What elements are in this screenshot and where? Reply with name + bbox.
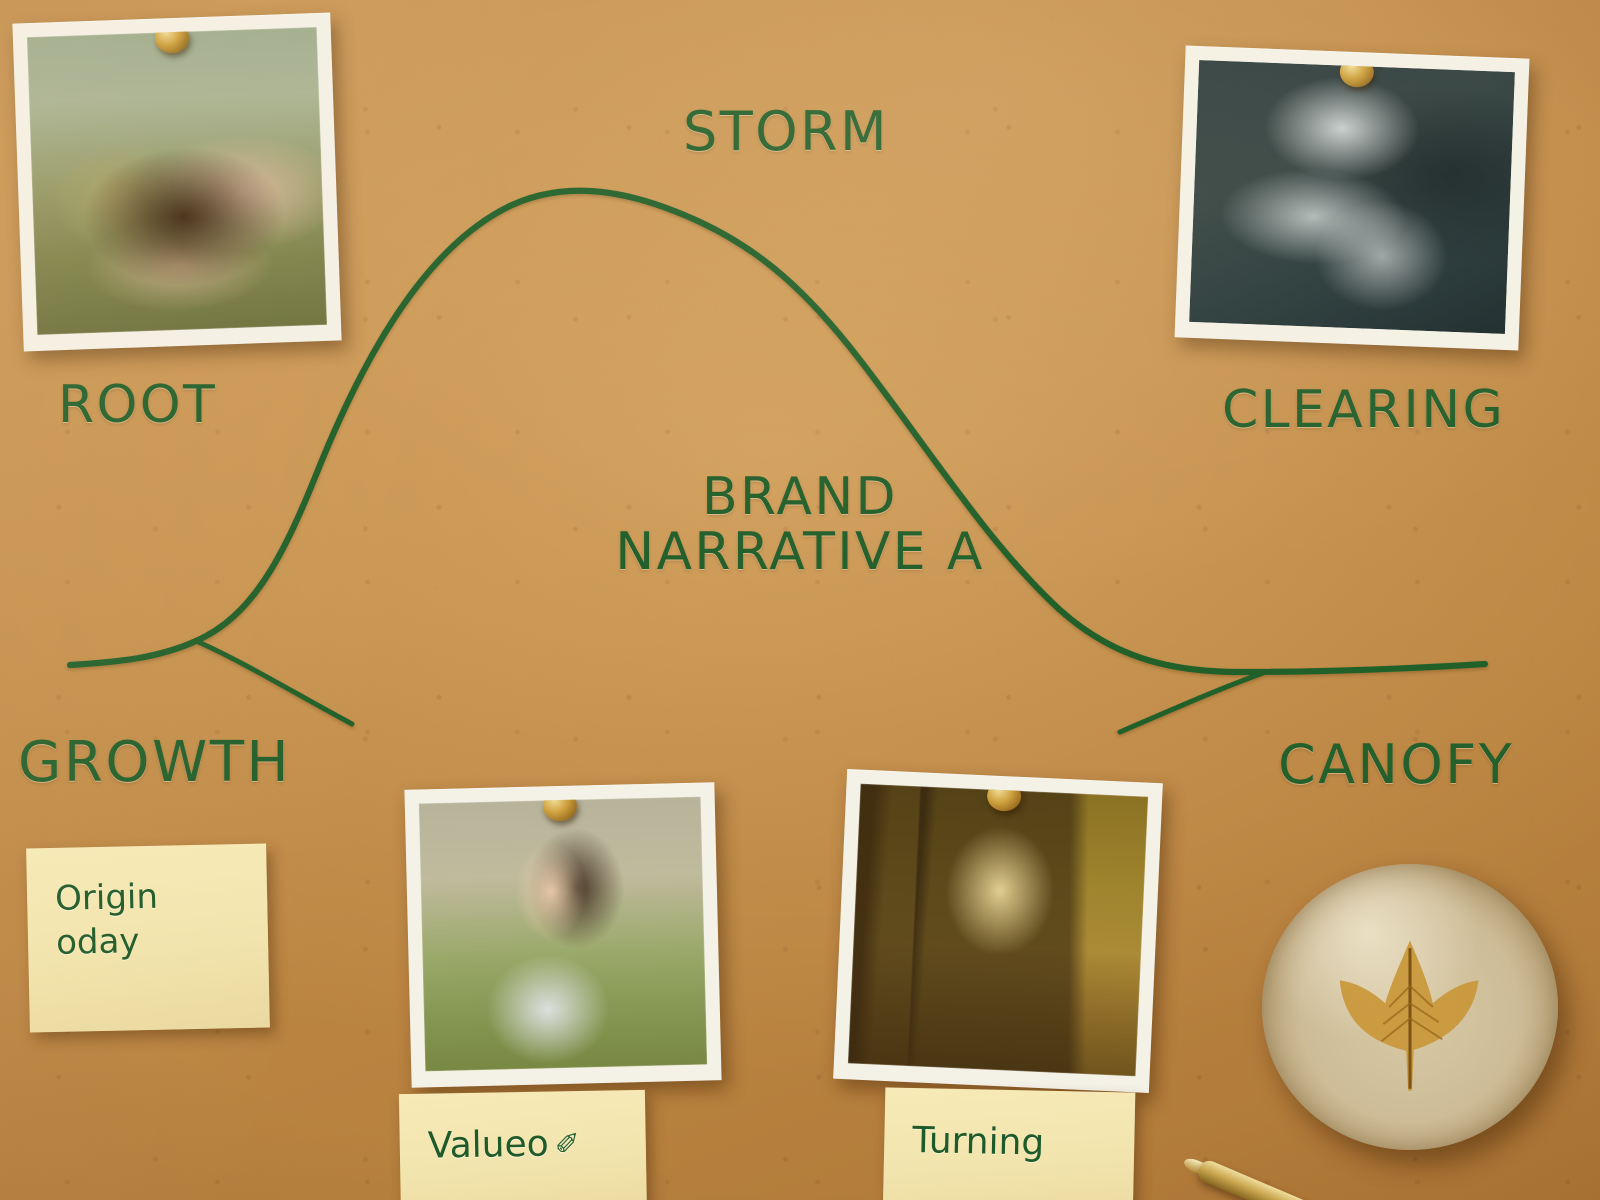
sticky-note-origin[interactable]: Origin oday <box>26 843 270 1033</box>
board-title: BRAND NARRATIVE A <box>0 467 1600 583</box>
fountain-pen-nib[interactable] <box>1182 1150 1344 1200</box>
photo-storm-frame <box>1189 60 1515 334</box>
sprout-icon: ✐ <box>554 1126 581 1163</box>
sticky-note-turning[interactable]: Turning <box>882 1087 1136 1200</box>
board-title-line1: BRAND <box>702 467 898 527</box>
stage-label-clearing: CLEARING <box>1222 380 1506 440</box>
photo-root-image <box>26 27 328 335</box>
sticky-note-turning-line1: Turning <box>911 1119 1045 1164</box>
stage-label-storm: STORM <box>683 100 890 163</box>
sticky-note-values-text: Valueo <box>427 1123 550 1167</box>
sticky-note-origin-line1: Origin <box>54 876 159 919</box>
sticky-note-values-line1: Valueo✐ <box>427 1120 620 1169</box>
board-title-line2: NARRATIVE A <box>615 522 985 583</box>
photo-storm[interactable] <box>1174 45 1530 351</box>
photo-canopy-frame <box>847 783 1149 1077</box>
pen-body <box>1194 1157 1342 1200</box>
photo-growth-frame <box>418 796 708 1072</box>
sticky-note-origin-line2: oday <box>55 920 140 963</box>
photo-growth[interactable] <box>404 782 722 1088</box>
pressed-leaf-icon <box>1339 940 1479 1091</box>
stage-label-root: ROOT <box>58 375 218 435</box>
photo-canopy[interactable] <box>833 768 1163 1094</box>
stage-label-canopy: CANOFY <box>1278 733 1515 796</box>
leaf-paperweight[interactable] <box>1262 864 1558 1150</box>
stage-label-growth: GROWTH <box>18 730 292 795</box>
photo-growth-image <box>418 796 708 1072</box>
photo-root[interactable] <box>12 12 342 352</box>
photo-canopy-image <box>847 783 1149 1077</box>
photo-storm-image <box>1189 60 1515 334</box>
photo-root-frame <box>26 27 328 335</box>
sticky-note-values[interactable]: Valueo✐ <box>398 1089 648 1200</box>
